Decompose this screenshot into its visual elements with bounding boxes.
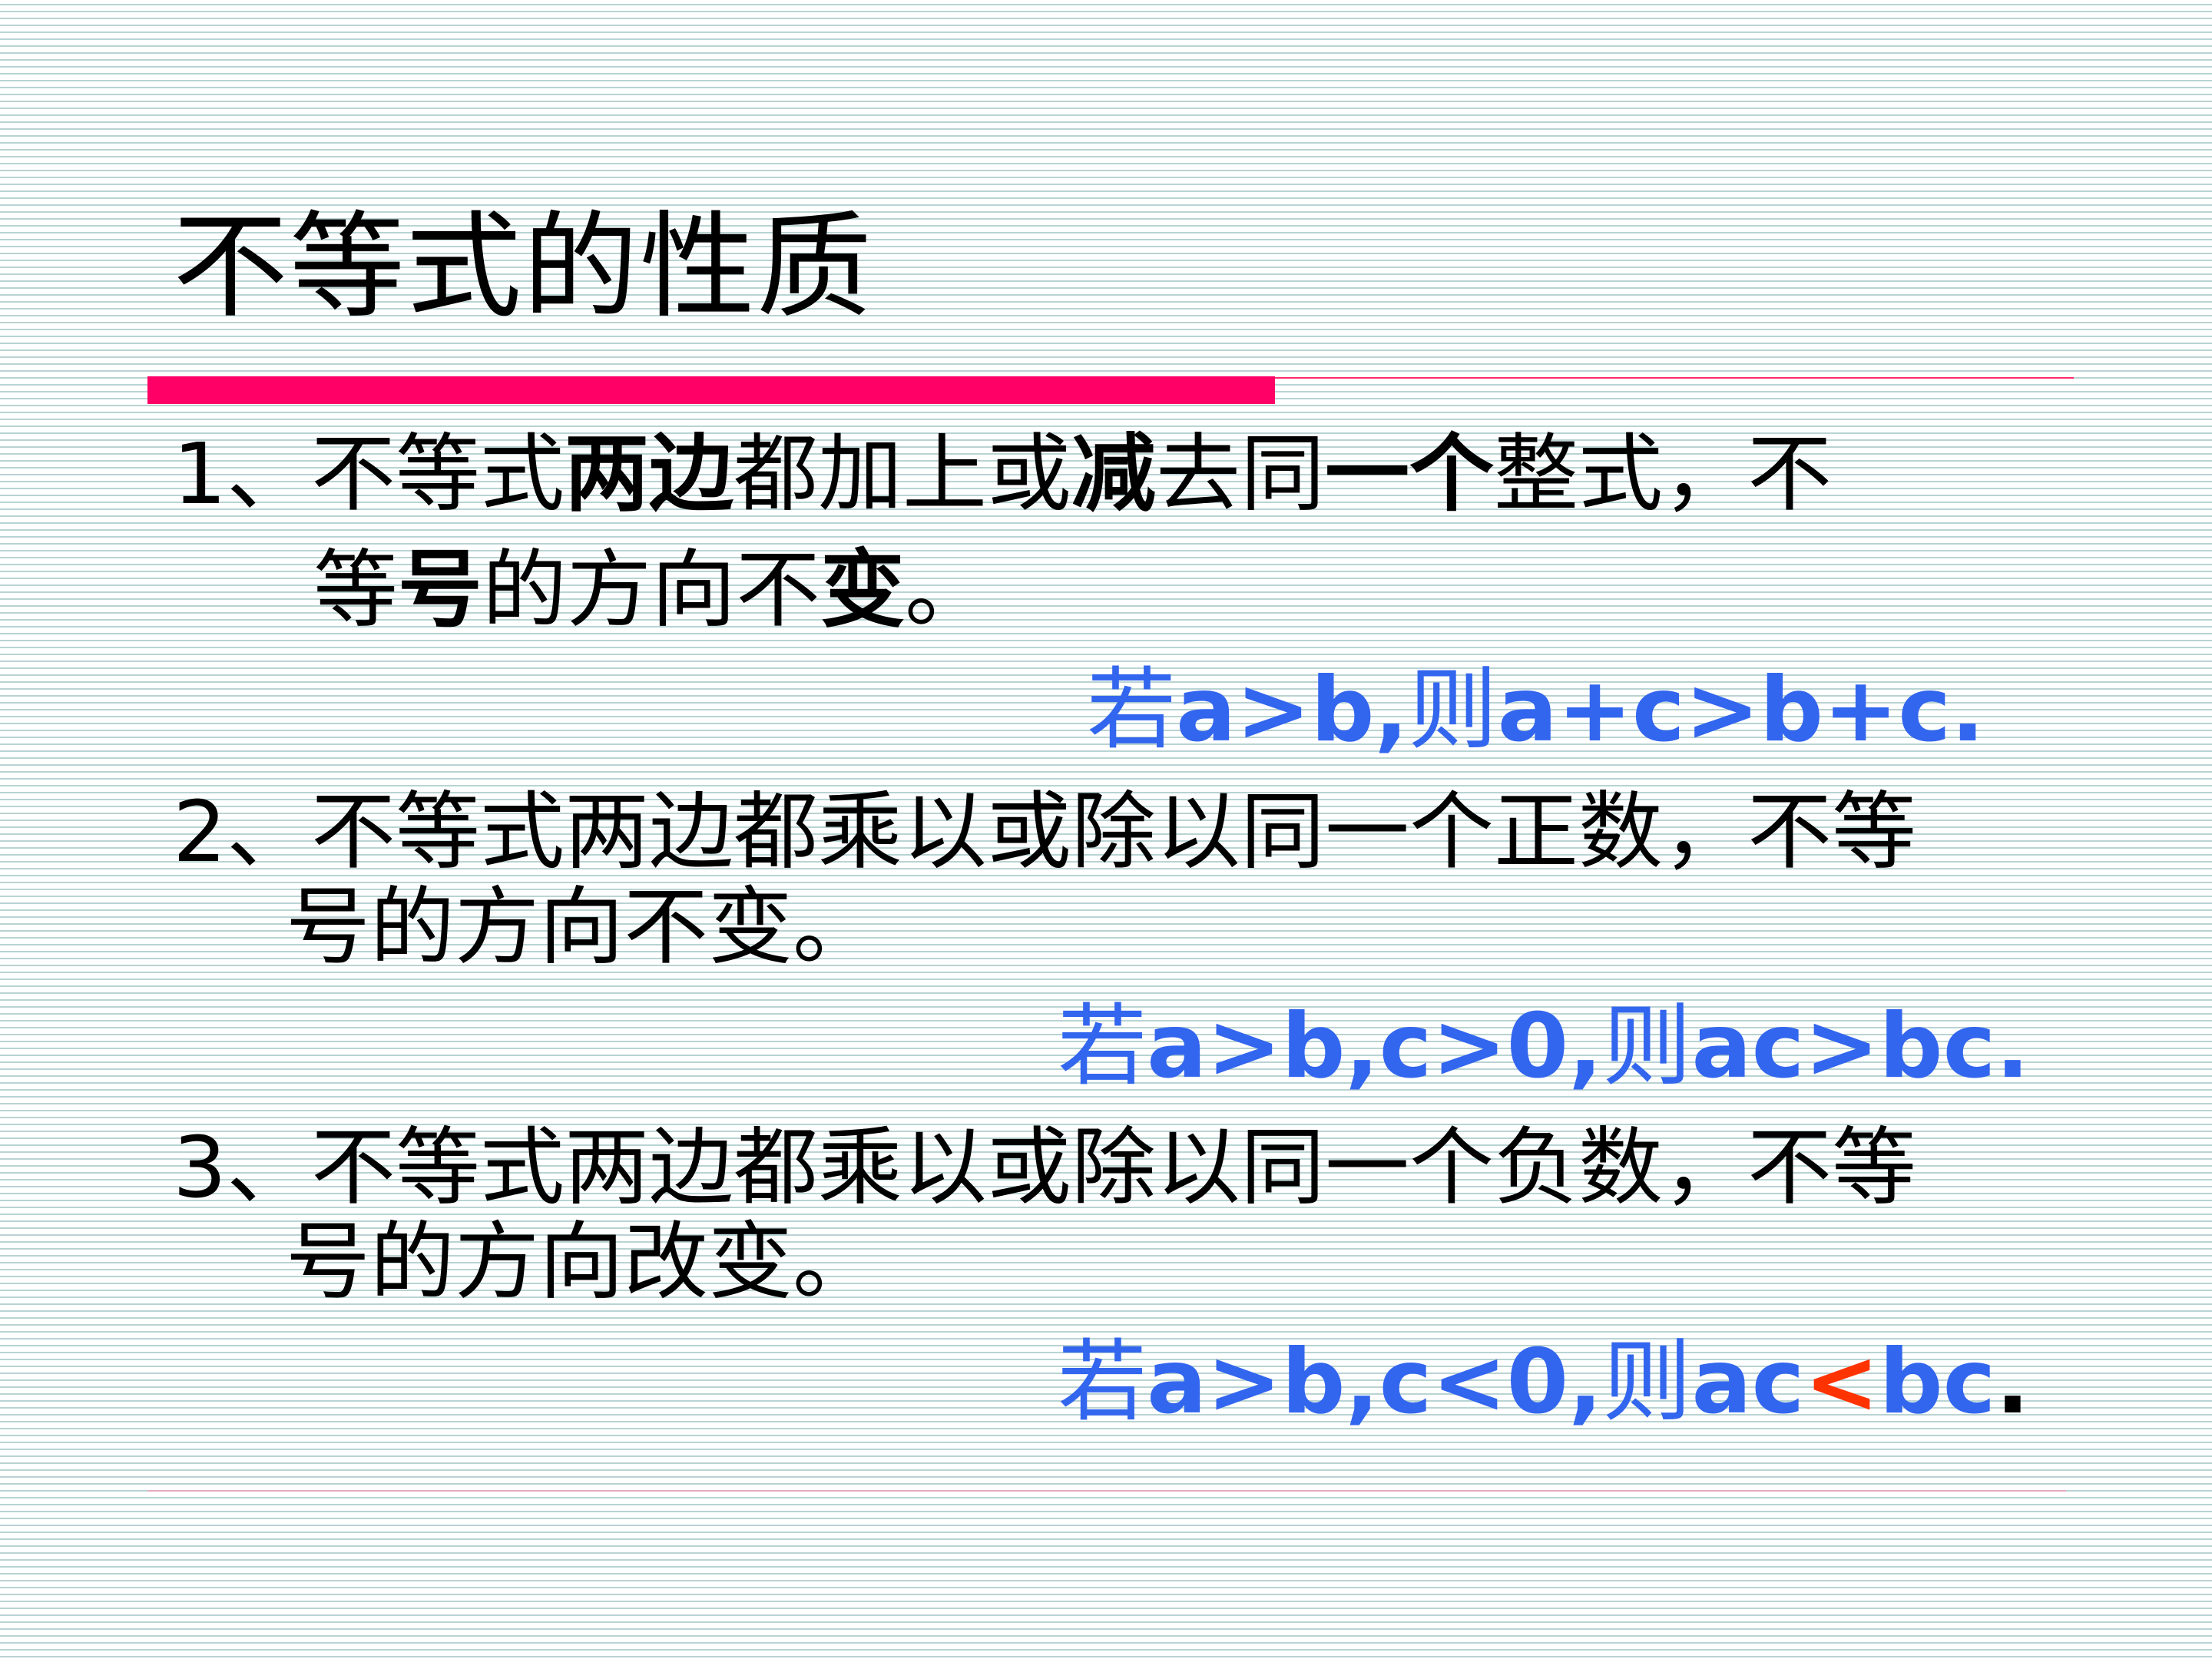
rule-1-emphasis: 两边 — [565, 425, 733, 523]
rule-2-formula: 若a>b,c>0,则ac>bc. — [1058, 995, 2030, 1098]
title-underline-thick — [147, 376, 1275, 404]
rule-1-emphasis: 号 — [398, 541, 482, 639]
rule-2-number: 2、 — [173, 783, 311, 881]
rule-1-emphasis: 一个 — [1325, 425, 1494, 523]
rule-1-line-2: 等号的方向不变。 — [313, 540, 989, 640]
rule-1-emphasis: 变 — [820, 541, 905, 639]
rule-1-text: 都加上或 — [733, 425, 1071, 523]
rule-2-text: 号的方向不变。 — [286, 878, 877, 976]
rule-1-text: 等 — [313, 541, 398, 639]
rule-3-line-2: 号的方向改变。 — [286, 1212, 877, 1312]
rule-1-number: 1、 — [173, 425, 311, 523]
rule-3-text: 不等式两边都乘以或除以同一个负数，不等 — [311, 1118, 1916, 1217]
rule-1-text: 不等式 — [311, 425, 565, 523]
rule-1-line-1: 1、不等式两边都加上或减去同一个整式，不 — [173, 424, 1832, 524]
rule-2-line-1: 2、不等式两边都乘以或除以同一个正数，不等 — [173, 782, 1916, 882]
rule-3-number: 3、 — [173, 1118, 311, 1217]
rule-2-text: 不等式两边都乘以或除以同一个正数，不等 — [311, 783, 1916, 881]
title-underline-thin — [1275, 377, 2074, 379]
rule-1-text: 整式，不 — [1494, 425, 1832, 523]
rule-1-emphasis: 减 — [1071, 425, 1156, 523]
rule-3-formula: 若a>b,c<0,则ac<bc. — [1058, 1330, 2030, 1434]
rule-1-text: 去同 — [1156, 425, 1325, 523]
slide-title: 不等式的性质 — [173, 200, 874, 334]
rule-1-formula: 若a>b,则a+c>b+c. — [1087, 658, 1985, 762]
less-than-sign: < — [1804, 1330, 1879, 1434]
rule-1-text: 。 — [905, 541, 989, 639]
rule-2-line-2: 号的方向不变。 — [286, 877, 877, 977]
footer-divider — [147, 1490, 2066, 1492]
rule-3-text: 号的方向改变。 — [286, 1213, 877, 1311]
rule-3-line-1: 3、不等式两边都乘以或除以同一个负数，不等 — [173, 1118, 1916, 1217]
rule-1-text: 的方向不 — [482, 541, 820, 639]
